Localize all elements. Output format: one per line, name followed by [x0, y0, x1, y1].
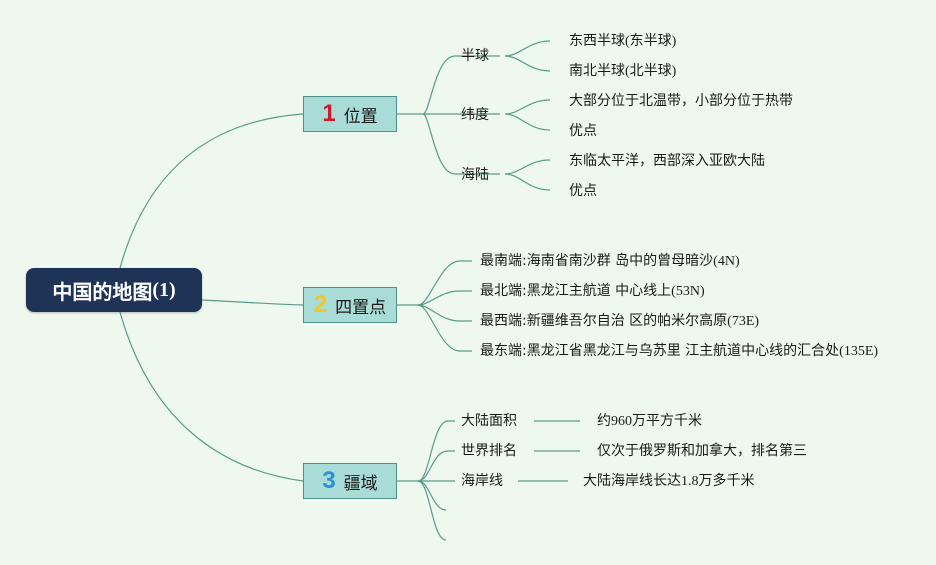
connector-root-b1: [119, 113, 304, 269]
branch-label-1: 位置: [343, 106, 378, 127]
root-node[interactable]: 中国的地图(1): [26, 268, 202, 312]
leaf-easternmost[interactable]: 最东端:黑龙江省黑龙江与乌苏里 江主航道中心线的汇合处(135E): [480, 343, 879, 359]
subtopic-latitude[interactable]: 纬度: [461, 107, 489, 123]
connector-root-b2: [201, 299, 304, 306]
value-coastline[interactable]: 大陆海岸线长达1.8万多千米: [583, 473, 755, 489]
subtopic-land-area[interactable]: 大陆面积: [461, 413, 517, 429]
subtopic-hemisphere[interactable]: 半球: [461, 48, 489, 64]
root-title: 中国的地图: [52, 279, 153, 304]
branch-node-1[interactable]: 1 位置: [303, 96, 397, 132]
subtopic-land-sea[interactable]: 海陆: [461, 167, 489, 183]
branch-number-3: 3: [322, 467, 336, 494]
branch-number-1: 1: [322, 100, 336, 127]
branch-label-3: 疆域: [343, 473, 378, 494]
connector-root-b3: [119, 311, 304, 482]
branch-number-2: 2: [313, 291, 328, 318]
leaf-southernmost[interactable]: 最南端:海南省南沙群 岛中的曾母暗沙(4N): [480, 253, 740, 269]
leaf-item[interactable]: 东临太平洋，西部深入亚欧大陆: [569, 153, 765, 169]
leaf-item[interactable]: 优点: [569, 183, 597, 199]
leaf-item[interactable]: 大部分位于北温带，小部分位于热带: [569, 93, 793, 109]
root-suffix: (1): [152, 278, 176, 301]
leaf-item[interactable]: 东西半球(东半球): [569, 33, 677, 49]
subtopic-world-rank[interactable]: 世界排名: [461, 443, 517, 459]
branch-node-2[interactable]: 2 四置点: [303, 287, 397, 323]
branch-label-2: 四置点: [335, 297, 387, 318]
branch-node-3[interactable]: 3 疆域: [303, 463, 397, 499]
leaf-item[interactable]: 优点: [569, 123, 597, 139]
leaf-northernmost[interactable]: 最北端:黑龙江主航道 中心线上(53N): [480, 283, 705, 299]
leaf-item[interactable]: 南北半球(北半球): [569, 63, 677, 79]
subtopic-coastline[interactable]: 海岸线: [461, 473, 503, 489]
value-world-rank[interactable]: 仅次于俄罗斯和加拿大，排名第三: [597, 443, 807, 459]
leaf-westernmost[interactable]: 最西端:新疆维吾尔自治 区的帕米尔高原(73E): [480, 313, 760, 329]
value-land-area[interactable]: 约960万平方千米: [597, 413, 702, 429]
